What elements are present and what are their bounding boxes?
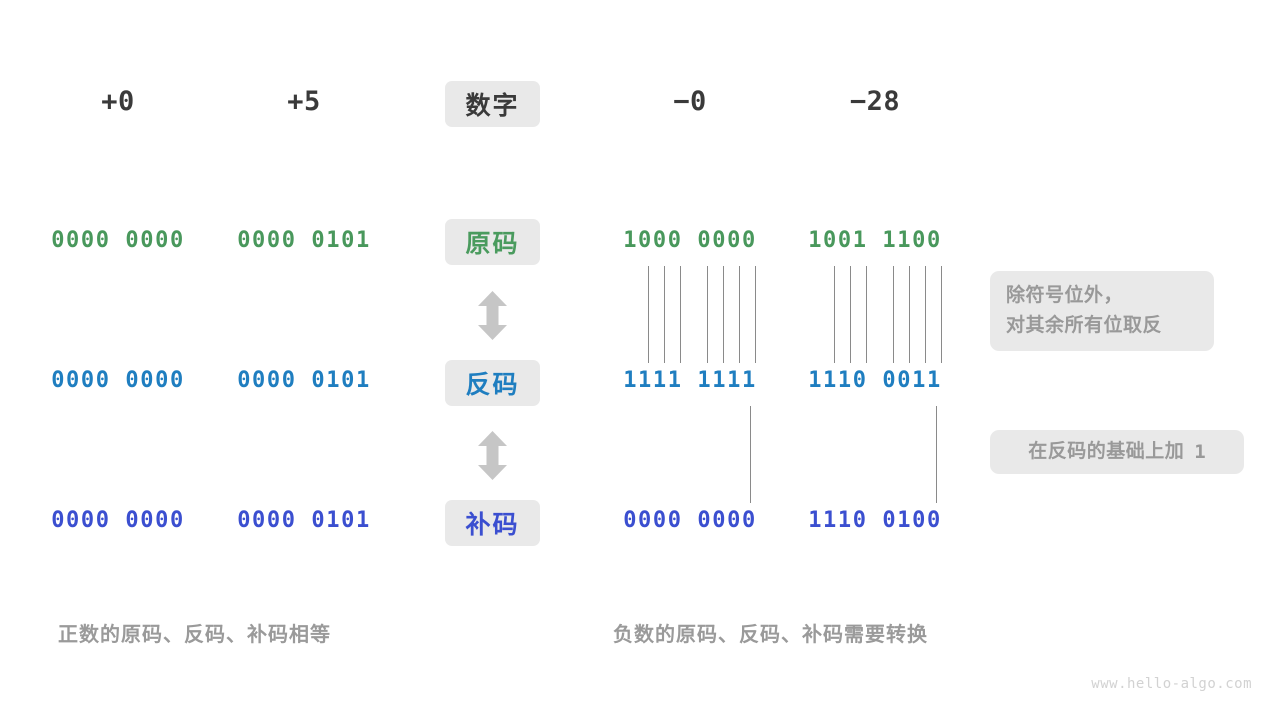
connector-line-neg-twentyeight-bit7	[925, 266, 926, 363]
note-add-one-text: 在反码的基础上加	[1028, 441, 1185, 462]
note-add-one-value: 1	[1194, 441, 1206, 463]
note-invert-bits-line2: 对其余所有位取反	[1006, 315, 1163, 336]
row-badge-twos-complement: 补码	[445, 500, 540, 546]
double-arrow-icon-ones-to-twos	[476, 431, 509, 485]
cell-sign-magnitude-neg-twentyeight: 1001 1100	[808, 228, 942, 253]
watermark: www.hello-algo.com	[1091, 676, 1252, 692]
column-header-pos-zero: +0	[101, 86, 135, 117]
cell-ones-complement-pos-zero: 0000 0000	[51, 368, 185, 393]
cell-ones-complement-neg-zero: 1111 1111	[623, 368, 757, 393]
caption-positive: 正数的原码、反码、补码相等	[58, 624, 331, 646]
column-header-pos-five: +5	[287, 86, 321, 117]
connector-line-neg-twentyeight-bit4	[866, 266, 867, 363]
cell-sign-magnitude-pos-zero: 0000 0000	[51, 228, 185, 253]
note-invert-bits-line1: 除符号位外，	[1006, 285, 1124, 306]
connector-line-neg-twentyeight-bit5	[893, 266, 894, 363]
connector-line-neg-zero-bit2	[648, 266, 649, 363]
cell-twos-complement-neg-zero: 0000 0000	[623, 508, 757, 533]
double-arrow-icon-sign-to-ones	[476, 291, 509, 345]
cell-ones-complement-pos-five: 0000 0101	[237, 368, 371, 393]
connector-line-neg-zero-bit3	[664, 266, 665, 363]
caption-negative: 负数的原码、反码、补码需要转换	[613, 624, 928, 646]
connector-line-neg-twentyeight-bit2	[834, 266, 835, 363]
cell-sign-magnitude-pos-five: 0000 0101	[237, 228, 371, 253]
header-badge-number: 数字	[445, 81, 540, 127]
connector-line-neg-twentyeight-bit3	[850, 266, 851, 363]
connector-line-neg-zero-bit8	[755, 266, 756, 363]
connector-line-neg-twentyeight-bit8	[941, 266, 942, 363]
cell-twos-complement-pos-five: 0000 0101	[237, 508, 371, 533]
connector-line-neg-twentyeight-bit6	[909, 266, 910, 363]
cell-twos-complement-pos-zero: 0000 0000	[51, 508, 185, 533]
note-invert-bits: 除符号位外， 对其余所有位取反	[990, 271, 1214, 351]
note-add-one: 在反码的基础上加 1	[990, 430, 1244, 474]
connector-line-neg-zero-bit4	[680, 266, 681, 363]
row-badge-ones-complement: 反码	[445, 360, 540, 406]
connector-line-neg-zero-bit5	[707, 266, 708, 363]
cell-sign-magnitude-neg-zero: 1000 0000	[623, 228, 757, 253]
cell-ones-complement-neg-twentyeight: 1110 0011	[808, 368, 942, 393]
connector-line-carry-neg-zero	[750, 406, 751, 503]
connector-line-neg-zero-bit6	[723, 266, 724, 363]
connector-line-carry-neg-twentyeight	[936, 406, 937, 503]
column-header-neg-zero: −0	[673, 86, 707, 117]
row-badge-sign-magnitude: 原码	[445, 219, 540, 265]
connector-line-neg-zero-bit7	[739, 266, 740, 363]
cell-twos-complement-neg-twentyeight: 1110 0100	[808, 508, 942, 533]
column-header-neg-twentyeight: −28	[849, 86, 901, 117]
